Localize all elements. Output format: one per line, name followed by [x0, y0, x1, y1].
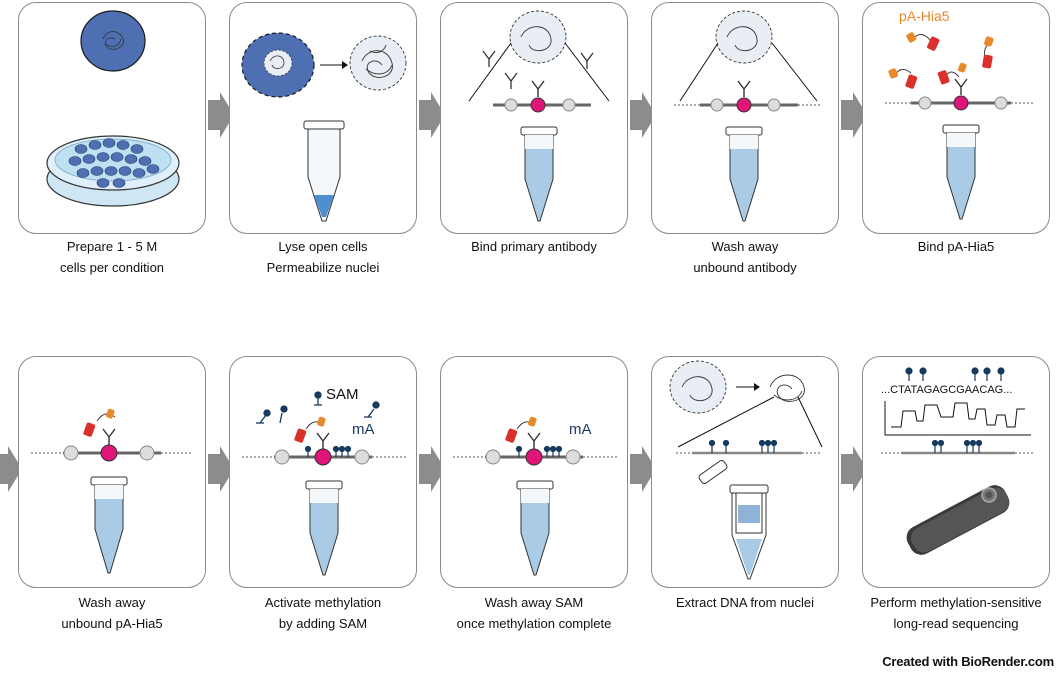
bind-antibody-illustration	[468, 10, 610, 222]
cell-icon	[74, 144, 88, 154]
flow-arrow-icon	[419, 92, 445, 138]
caption-line-1: Bind primary antibody	[471, 239, 597, 254]
sam-label: SAM	[326, 386, 359, 403]
caption-line-2: by adding SAM	[278, 616, 368, 631]
panel-prepare-cells	[18, 2, 206, 234]
caption-step-3: Bind primary antibody	[429, 236, 639, 257]
sequence-text: ...CTATAGAGCGAACAG...	[881, 384, 1012, 396]
cell-icon	[118, 166, 132, 176]
tube-icon	[942, 124, 980, 220]
tube-icon	[725, 126, 763, 222]
wash-pa-hia5-illustration	[31, 408, 191, 574]
caption-line-1: Wash away SAM	[484, 595, 584, 610]
caption-step-4: Wash away unbound antibody	[640, 236, 850, 278]
caption-line-2: unbound antibody	[693, 260, 797, 275]
cell-icon	[102, 138, 116, 148]
caption-line-2: Permeabilize nuclei	[266, 260, 380, 275]
caption-step-6: Wash away unbound pA-Hia5	[7, 592, 217, 634]
cell-icon	[82, 154, 96, 164]
flow-arrow-icon	[630, 446, 656, 492]
bind-pa-hia5-illustration: pA-Hia5	[885, 8, 1035, 220]
cell-icon	[138, 156, 152, 166]
caption-line-1: Wash away	[711, 239, 779, 254]
cell-icon	[146, 164, 160, 174]
tube-icon	[90, 476, 128, 574]
cell-icon	[104, 166, 118, 176]
flow-arrow-icon	[841, 446, 867, 492]
tube-icon	[305, 480, 343, 576]
caption-step-5: Bind pA-Hia5	[851, 236, 1058, 257]
caption-line-1: Wash away	[78, 595, 146, 610]
cell-icon	[130, 144, 144, 154]
panel-activate-methylation: SAM mA	[229, 356, 417, 588]
ma-label: mA	[352, 421, 375, 438]
sequencing-illustration: ...CTATAGAGCGAACAG...	[881, 367, 1035, 555]
caption-line-2: once methylation complete	[456, 616, 612, 631]
caption-line-1: Perform methylation-sensitive	[870, 595, 1042, 610]
cell-icon	[96, 152, 110, 162]
caption-step-9: Extract DNA from nuclei	[640, 592, 850, 613]
extract-dna-illustration	[669, 360, 823, 580]
lyse-cells-illustration	[241, 32, 407, 222]
caption-line-1: Bind pA-Hia5	[917, 239, 995, 254]
flow-arrow-icon	[419, 446, 445, 492]
cell-icon	[76, 168, 90, 178]
caption-line-2: cells per condition	[59, 260, 165, 275]
flow-arrow-icon	[841, 92, 867, 138]
panel-wash-antibody	[651, 2, 839, 234]
panel-bind-pa-hia5: pA-Hia5	[862, 2, 1050, 234]
panel-wash-sam: mA	[440, 356, 628, 588]
panel-wash-pa-hia5	[18, 356, 206, 588]
caption-line-2: unbound pA-Hia5	[61, 616, 163, 631]
flow-arrow-icon	[208, 92, 234, 138]
caption-step-10: Perform methylation-sensitive long-read …	[851, 592, 1058, 634]
panel-bind-antibody	[440, 2, 628, 234]
cell-icon	[110, 152, 124, 162]
cell-icon	[96, 178, 110, 188]
sequencer-device-icon	[906, 485, 1010, 555]
tube-icon	[303, 120, 345, 222]
flow-arrow-icon	[630, 92, 656, 138]
spin-column-tube-icon	[698, 459, 769, 580]
cell-icon	[68, 156, 82, 166]
caption-line-1: Extract DNA from nuclei	[676, 595, 814, 610]
panel-extract-dna	[651, 356, 839, 588]
caption-line-2: long-read sequencing	[893, 616, 1019, 631]
cell-icon	[116, 140, 130, 150]
tube-icon	[520, 126, 558, 222]
caption-line-1: Prepare 1 - 5 M	[66, 239, 158, 254]
caption-step-8: Wash away SAM once methylation complete	[429, 592, 639, 634]
flow-arrow-icon	[0, 446, 22, 492]
panel-long-read-sequencing: ...CTATAGAGCGAACAG...	[862, 356, 1050, 588]
caption-step-1: Prepare 1 - 5 M cells per condition	[7, 236, 217, 278]
pa-hia5-label: pA-Hia5	[899, 8, 950, 24]
flow-arrow-icon	[208, 446, 234, 492]
panel-lyse-cells	[229, 2, 417, 234]
caption-step-2: Lyse open cells Permeabilize nuclei	[218, 236, 428, 278]
credit-text: Created with BioRender.com	[882, 654, 1054, 669]
caption-step-7: Activate methylation by adding SAM	[218, 592, 428, 634]
cell-icon	[124, 154, 138, 164]
tube-icon	[516, 480, 554, 576]
cell-icon	[132, 168, 146, 178]
activate-methylation-illustration: SAM mA	[242, 386, 406, 576]
wash-antibody-illustration	[674, 10, 822, 222]
prepare-cells-illustration	[46, 10, 180, 207]
cell-icon	[112, 178, 126, 188]
ma-label: mA	[569, 421, 592, 438]
wash-sam-illustration: mA	[453, 416, 617, 576]
cell-icon	[90, 166, 104, 176]
caption-line-1: Lyse open cells	[278, 239, 368, 254]
caption-line-1: Activate methylation	[264, 595, 382, 610]
cell-icon	[88, 140, 102, 150]
